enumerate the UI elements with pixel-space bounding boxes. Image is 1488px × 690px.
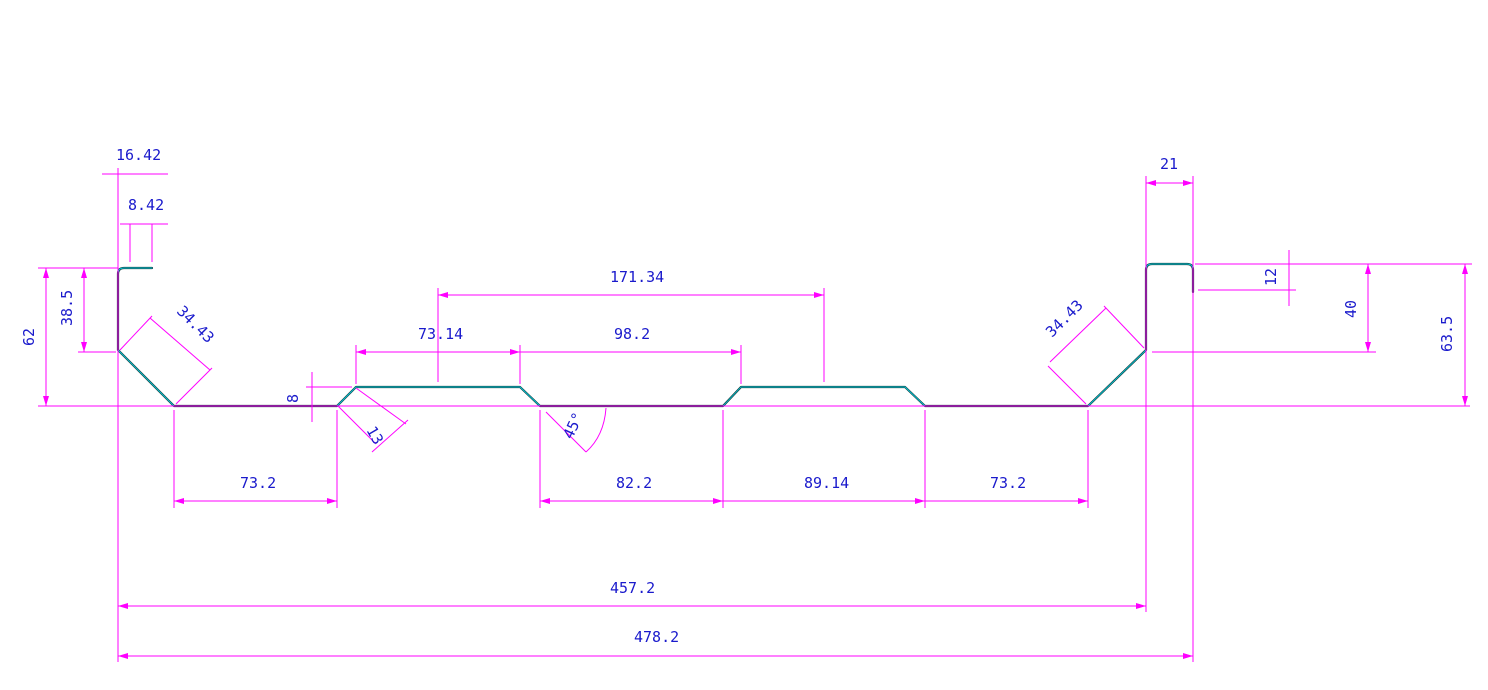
dim-label-478-2: 478.2 <box>634 628 679 646</box>
dim-label-45-degrees: 45° <box>559 410 587 442</box>
dim-label-73-14: 73.14 <box>418 325 463 343</box>
dim-label-34-43-right: 34.43 <box>1042 296 1087 341</box>
dim-label-16-42: 16.42 <box>116 146 161 164</box>
dim-label-82-2: 82.2 <box>616 474 652 492</box>
dim-label-457-2: 457.2 <box>610 579 655 597</box>
dim-label-98-2: 98.2 <box>614 325 650 343</box>
dim-label-73-2-right: 73.2 <box>990 474 1026 492</box>
dim-label-21: 21 <box>1160 155 1178 173</box>
dim-label-34-43-left: 34.43 <box>173 302 218 347</box>
extension-lines <box>38 168 1472 662</box>
dim-label-8-42: 8.42 <box>128 196 164 214</box>
dim-label-38-5: 38.5 <box>58 290 76 326</box>
dim-label-63-5: 63.5 <box>1438 316 1456 352</box>
dim-label-171-34: 171.34 <box>610 268 664 286</box>
dim-label-13: 13 <box>363 423 388 448</box>
dimension-lines <box>43 173 1468 659</box>
dim-label-89-14: 89.14 <box>804 474 849 492</box>
dimension-labels: 16.42 8.42 62 38.5 34.43 8 13 73.14 171.… <box>20 146 1456 646</box>
dim-label-8: 8 <box>284 394 302 403</box>
dim-label-62: 62 <box>20 328 38 346</box>
dim-label-40: 40 <box>1342 300 1360 318</box>
dim-label-73-2-left: 73.2 <box>240 474 276 492</box>
dim-label-12: 12 <box>1262 268 1280 286</box>
